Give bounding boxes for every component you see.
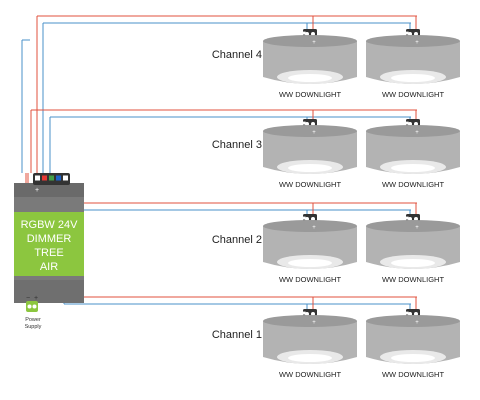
dimmer-controller: RGBW 24V DIMMER TREE AIR + bbox=[14, 173, 84, 303]
downlight-top-rim bbox=[366, 35, 460, 47]
downlight-terminal-screw bbox=[414, 312, 418, 316]
downlight: ■ + WW DOWNLIGHT bbox=[263, 309, 357, 379]
controller-terminal-port bbox=[56, 175, 61, 181]
downlight-plus-symbol: + bbox=[415, 130, 419, 136]
downlight-terminal-square: ■ bbox=[302, 31, 306, 37]
downlight-top-rim bbox=[263, 315, 357, 327]
downlight-label: WW DOWNLIGHT bbox=[279, 180, 341, 189]
downlight-plus-symbol: + bbox=[415, 225, 419, 231]
power-supply: − + Power Supply bbox=[25, 295, 42, 330]
downlight-lens-inner bbox=[288, 164, 332, 172]
downlight-lens-inner bbox=[288, 74, 332, 82]
downlight-plus-symbol: + bbox=[312, 130, 316, 136]
downlight-terminal-screw bbox=[311, 122, 315, 126]
downlight-terminal-square: ■ bbox=[302, 216, 306, 222]
downlight-lens-inner bbox=[391, 259, 435, 267]
downlight-label: WW DOWNLIGHT bbox=[382, 180, 444, 189]
downlight-top-rim bbox=[263, 125, 357, 137]
downlight-top-rim bbox=[366, 315, 460, 327]
downlight-terminal-screw bbox=[305, 32, 309, 36]
controller-terminal-port bbox=[35, 175, 40, 181]
controller-label-line-2: DIMMER bbox=[27, 233, 72, 245]
channel-label: Channel 4 bbox=[212, 49, 262, 61]
downlight-terminal-square: ■ bbox=[302, 311, 306, 317]
downlight-terminal-square: ■ bbox=[405, 216, 409, 222]
downlight-top-rim bbox=[263, 35, 357, 47]
downlight: ■ + WW DOWNLIGHT bbox=[263, 119, 357, 189]
downlight-terminal-screw bbox=[408, 32, 412, 36]
downlight-label: WW DOWNLIGHT bbox=[382, 370, 444, 379]
downlight-plus-symbol: + bbox=[312, 40, 316, 46]
controller-label-line-4: AIR bbox=[40, 261, 58, 273]
downlight-top-rim bbox=[263, 220, 357, 232]
power-supply-plus-symbol: + bbox=[34, 295, 38, 302]
downlight-lens-inner bbox=[288, 354, 332, 362]
downlight-terminal-screw bbox=[414, 32, 418, 36]
downlights: Channel 4 ■ + WW DOWNLIGHT ■ + WW DOWNLIGHT Cha… bbox=[212, 29, 460, 379]
downlight-lens-inner bbox=[391, 74, 435, 82]
channel-label: Channel 3 bbox=[212, 139, 262, 151]
downlight-terminal-screw bbox=[311, 217, 315, 221]
downlight-terminal-screw bbox=[305, 217, 309, 221]
channel-label: Channel 1 bbox=[212, 329, 262, 341]
controller-output-terminals: + bbox=[33, 173, 70, 194]
downlight-terminal-screw bbox=[305, 122, 309, 126]
power-supply-label-line-2: Supply bbox=[25, 324, 42, 330]
downlight: ■ + WW DOWNLIGHT bbox=[366, 309, 460, 379]
downlight: ■ + WW DOWNLIGHT bbox=[366, 119, 460, 189]
downlight-terminal-square: ■ bbox=[405, 31, 409, 37]
downlight: ■ + WW DOWNLIGHT bbox=[366, 29, 460, 99]
downlight: ■ + WW DOWNLIGHT bbox=[366, 214, 460, 284]
downlight-terminal-screw bbox=[311, 32, 315, 36]
downlight-terminal-square: ■ bbox=[405, 311, 409, 317]
downlight-label: WW DOWNLIGHT bbox=[279, 370, 341, 379]
downlight-plus-symbol: + bbox=[312, 225, 316, 231]
controller-label-line-3: TREE bbox=[34, 247, 63, 259]
downlight-label: WW DOWNLIGHT bbox=[279, 90, 341, 99]
downlight-terminal-screw bbox=[408, 217, 412, 221]
downlight-label: WW DOWNLIGHT bbox=[382, 90, 444, 99]
power-supply-screw-right bbox=[32, 304, 37, 309]
downlight-terminal-screw bbox=[414, 217, 418, 221]
downlight-terminal-screw bbox=[408, 122, 412, 126]
controller-plus-symbol: + bbox=[35, 187, 39, 194]
downlight-terminal-square: ■ bbox=[405, 121, 409, 127]
controller-label-line-1: RGBW 24V bbox=[21, 219, 79, 231]
downlight-terminal-screw bbox=[305, 312, 309, 316]
power-supply-minus-symbol: − bbox=[26, 295, 30, 302]
downlight: ■ + WW DOWNLIGHT bbox=[263, 29, 357, 99]
downlight-terminal-screw bbox=[414, 122, 418, 126]
downlight-lens-inner bbox=[288, 259, 332, 267]
downlight-label: WW DOWNLIGHT bbox=[279, 275, 341, 284]
controller-terminal-port bbox=[63, 175, 68, 181]
downlight-terminal-square: ■ bbox=[302, 121, 306, 127]
controller-top-band bbox=[14, 183, 84, 197]
downlight-lens-inner bbox=[391, 354, 435, 362]
controller-terminal-port bbox=[49, 175, 54, 181]
power-supply-terminal-block bbox=[26, 301, 38, 312]
downlight-label: WW DOWNLIGHT bbox=[382, 275, 444, 284]
power-supply-label-line-1: Power bbox=[25, 317, 41, 323]
channel-label: Channel 2 bbox=[212, 234, 262, 246]
downlight-plus-symbol: + bbox=[312, 320, 316, 326]
downlight-lens-inner bbox=[391, 164, 435, 172]
downlight-plus-symbol: + bbox=[415, 320, 419, 326]
downlight-top-rim bbox=[366, 125, 460, 137]
downlight: ■ + WW DOWNLIGHT bbox=[263, 214, 357, 284]
controller-label-panel bbox=[14, 212, 84, 276]
controller-terminal-port bbox=[42, 175, 47, 181]
downlight-plus-symbol: + bbox=[415, 40, 419, 46]
power-supply-screw-left bbox=[27, 304, 32, 309]
downlight-terminal-screw bbox=[408, 312, 412, 316]
downlight-top-rim bbox=[366, 220, 460, 232]
downlight-terminal-screw bbox=[311, 312, 315, 316]
controller-bottom-band bbox=[14, 280, 84, 303]
